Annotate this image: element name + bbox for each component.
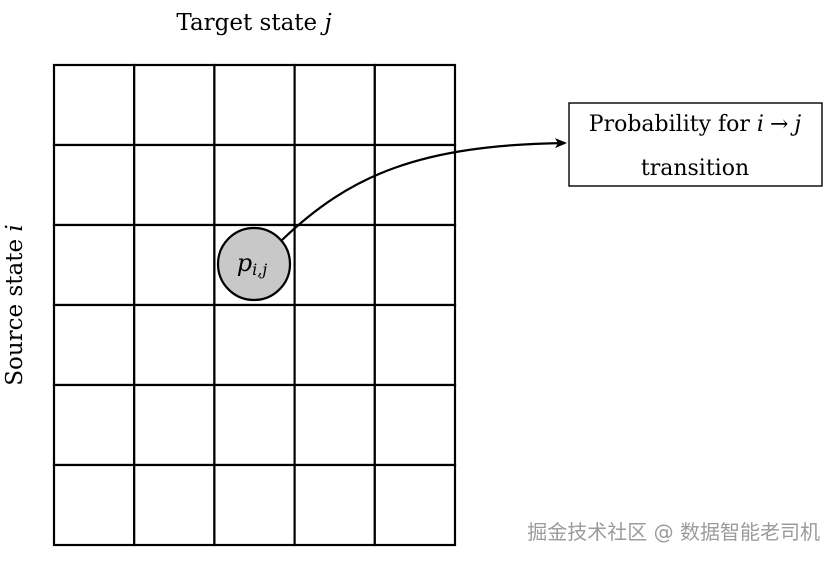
grid-cell (373, 463, 457, 547)
grid-cell (373, 383, 457, 467)
grid-cell (52, 463, 136, 547)
grid-cell (373, 63, 457, 147)
source-state-label-text: Source state (2, 232, 28, 386)
watermark-text: 掘金技术社区 @ 数据智能老司机 (527, 520, 820, 544)
grid-cell (133, 383, 216, 467)
annotation-line-1: Probability for i→j (589, 112, 802, 137)
grid-cell (293, 303, 376, 387)
grid-cell (373, 303, 457, 387)
grid-cell (213, 463, 296, 547)
probability-node: pi,j (216, 226, 292, 302)
grid-cell (52, 63, 136, 147)
annotation-line-1-text: Probability for (589, 112, 757, 137)
annotation-box-border (568, 102, 823, 187)
annotation-line-2: transition (641, 156, 749, 181)
grid-cell (293, 223, 376, 307)
grid-cell (133, 303, 216, 387)
probability-node-circle (216, 226, 292, 302)
annotation-box: Probability for i→j transition (568, 102, 823, 187)
grid-cell (52, 143, 136, 227)
grid-cell (373, 143, 457, 227)
target-state-label-text: Target state (176, 10, 324, 36)
grid-cell (52, 303, 136, 387)
grid-cell (213, 63, 296, 147)
target-state-label: Target state j (176, 10, 331, 36)
annotation-arrow-symbol: → (770, 112, 788, 137)
connector-arrow (281, 138, 567, 241)
grid-cell (293, 383, 376, 467)
probability-grid (52, 63, 457, 547)
source-state-label-var: i (2, 224, 28, 231)
grid-cell (133, 463, 216, 547)
grid-cell (52, 383, 136, 467)
grid-cell (133, 63, 216, 147)
grid-cell (293, 463, 376, 547)
annotation-from-var: i (757, 112, 764, 137)
grid-cell (52, 223, 136, 307)
grid-cell (213, 143, 296, 227)
grid-cell (293, 63, 376, 147)
grid-cell (373, 223, 457, 307)
grid-cell (133, 223, 216, 307)
grid-cell (133, 143, 216, 227)
probability-node-symbol: p (237, 249, 252, 277)
grid-cell (213, 303, 296, 387)
probability-node-subscript: i,j (252, 260, 267, 279)
grid-cell (213, 383, 296, 467)
grid-cell (293, 143, 376, 227)
source-state-label: Source state i (2, 224, 28, 386)
probability-node-label: pi,j (237, 249, 268, 279)
